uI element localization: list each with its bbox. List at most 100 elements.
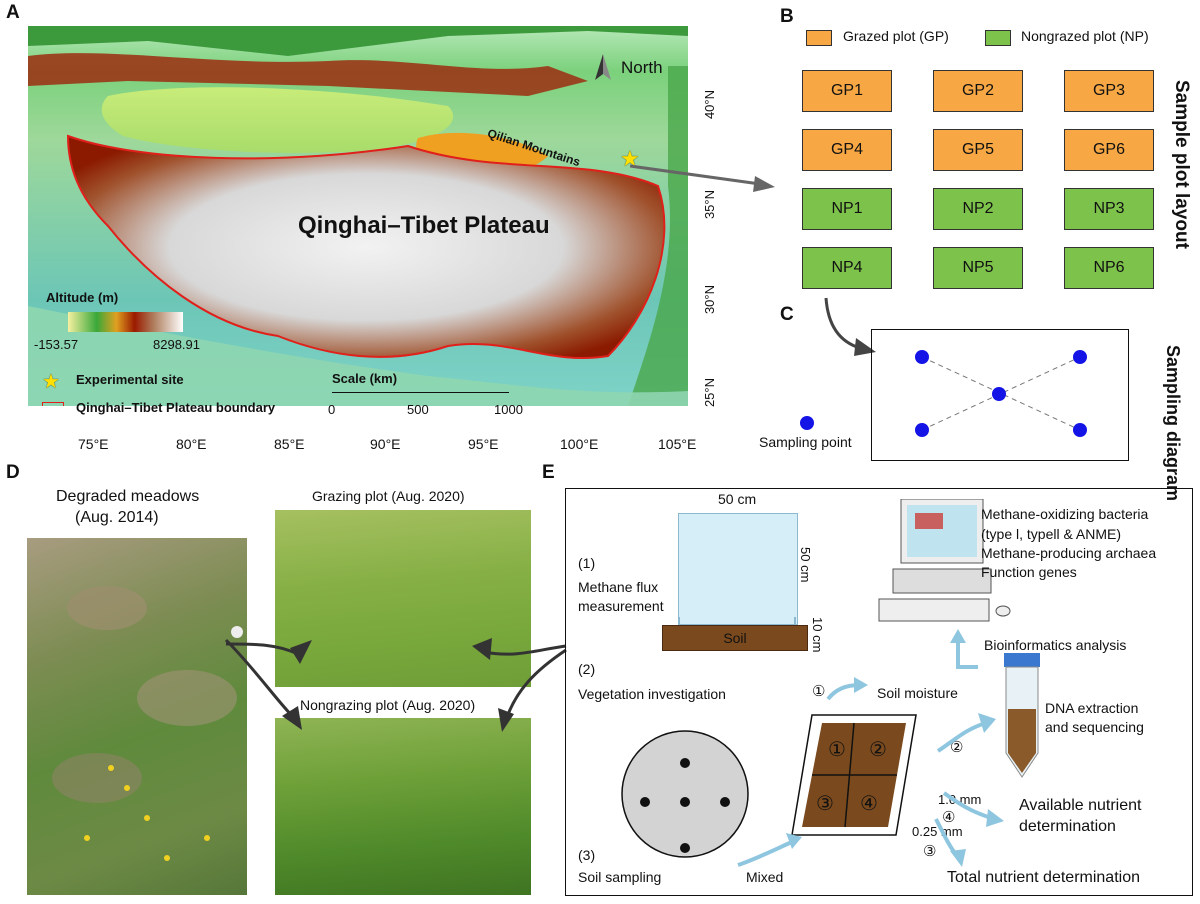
altitude-title: Altitude (m) bbox=[46, 290, 119, 305]
bio-line-2: (type l, typell & ANME) bbox=[981, 526, 1122, 542]
layout-to-sampling-arrow bbox=[824, 297, 876, 356]
panel-c-label: C bbox=[780, 304, 794, 325]
circled-3-label: ③ bbox=[923, 843, 937, 860]
lon-tick-85: 85°E bbox=[274, 436, 305, 452]
legend-site-label: Experimental site bbox=[76, 372, 184, 387]
bio-line-3: Methane-producing archaea bbox=[981, 545, 1157, 561]
panel-e-label: E bbox=[542, 462, 555, 483]
dna-tube-icon bbox=[1004, 653, 1040, 778]
sampling-point-sw bbox=[915, 423, 929, 437]
sampling-legend-label: Sampling point bbox=[759, 434, 852, 450]
bio-line-4: Function genes bbox=[981, 564, 1077, 580]
lon-tick-90: 90°E bbox=[370, 436, 401, 452]
dna-line-1: DNA extraction bbox=[1045, 700, 1139, 716]
sampling-point-ne bbox=[1073, 350, 1087, 364]
plot-np6: NP6 bbox=[1064, 247, 1154, 289]
degraded-title-line2: (Aug. 2014) bbox=[75, 509, 159, 526]
sampling-legend-point-icon bbox=[800, 416, 814, 430]
bio-line-1: Methane-oxidizing bacteria bbox=[981, 506, 1149, 522]
step2-label: Vegetation investigation bbox=[578, 686, 726, 702]
step2-number: (2) bbox=[578, 661, 596, 677]
computer-icon bbox=[878, 499, 1011, 622]
plot-np1: NP1 bbox=[802, 188, 892, 230]
sampling-diagram-box bbox=[871, 329, 1129, 461]
altitude-colorbar bbox=[68, 312, 183, 332]
plateau-name: Qinghai–Tibet Plateau bbox=[298, 212, 550, 239]
nongrazing-photo-title: Nongrazing plot (Aug. 2020) bbox=[300, 697, 476, 713]
sampling-diagram-title: Sampling diagram bbox=[1163, 345, 1183, 502]
plot-gp1: GP1 bbox=[802, 70, 892, 112]
mixed-soil-plate bbox=[791, 714, 917, 836]
chamber-width-label: 50 cm bbox=[718, 491, 757, 507]
plot-np5: NP5 bbox=[933, 247, 1023, 289]
available-line-1: Available nutrient bbox=[1019, 797, 1142, 814]
plateau-map: Qinghai–Tibet Plateau Qilian Mountains ★… bbox=[28, 26, 688, 406]
mixed-label: Mixed bbox=[746, 869, 784, 885]
nongrazing-plot-photo bbox=[275, 718, 531, 895]
np-legend-label: Nongrazed plot (NP) bbox=[1021, 28, 1149, 44]
bioinformatics-label: Bioinformatics analysis bbox=[984, 637, 1127, 653]
plot-np3: NP3 bbox=[1064, 188, 1154, 230]
total-nutrient-label: Total nutrient determination bbox=[947, 869, 1140, 886]
legend-boundary-label: Qinghai–Tibet Plateau boundary bbox=[76, 400, 276, 415]
plot-gp6: GP6 bbox=[1064, 129, 1154, 171]
circled-1-label: ① bbox=[812, 683, 826, 700]
panel-b-label: B bbox=[780, 6, 794, 27]
panel-d-label: D bbox=[6, 462, 20, 483]
lat-tick-25: 25°N bbox=[702, 378, 717, 408]
lat-tick-30: 30°N bbox=[702, 285, 717, 315]
plot-gp5: GP5 bbox=[933, 129, 1023, 171]
soil-depth-label: 10 cm bbox=[810, 617, 825, 653]
degraded-meadow-photo bbox=[27, 538, 247, 895]
scale-tick-1000: 1000 bbox=[494, 402, 523, 417]
workflow-flow-arrows bbox=[737, 629, 1004, 867]
altitude-max: 8298.91 bbox=[153, 337, 200, 352]
altitude-min: -153.57 bbox=[34, 337, 79, 352]
degraded-meadow-texture bbox=[52, 586, 243, 861]
step3-number: (3) bbox=[578, 847, 596, 863]
boundary-legend-icon bbox=[42, 402, 64, 406]
site-legend-star-icon: ★ bbox=[42, 371, 60, 393]
sampling-point-se bbox=[1073, 423, 1087, 437]
chamber-icon bbox=[678, 513, 798, 625]
sieve-2-label: 0.25 mm bbox=[912, 824, 963, 839]
sampling-point-nw bbox=[915, 350, 929, 364]
scale-title: Scale (km) bbox=[332, 371, 398, 386]
circled-4-label: ④ bbox=[942, 809, 956, 826]
soil-sampling-circle bbox=[621, 730, 749, 858]
panel-a-label: A bbox=[6, 2, 20, 23]
gp-legend-swatch bbox=[806, 30, 832, 46]
quadrant-4: ④ bbox=[860, 793, 878, 815]
available-line-2: determination bbox=[1019, 818, 1116, 835]
lon-tick-80: 80°E bbox=[176, 436, 207, 452]
quadrant-2: ② bbox=[869, 739, 887, 761]
soil-moisture-label: Soil moisture bbox=[877, 685, 958, 701]
step3-label: Soil sampling bbox=[578, 869, 662, 885]
dna-line-2: and sequencing bbox=[1045, 719, 1144, 735]
workflow-box: 50 cm 50 cm Soil 10 cm (1) Methane flux … bbox=[565, 488, 1193, 896]
plot-np2: NP2 bbox=[933, 188, 1023, 230]
plot-gp2: GP2 bbox=[933, 70, 1023, 112]
plot-np4: NP4 bbox=[802, 247, 892, 289]
quadrant-1: ① bbox=[828, 739, 846, 761]
np-legend-swatch bbox=[985, 30, 1011, 46]
scale-tick-0: 0 bbox=[328, 402, 336, 417]
lon-tick-100: 100°E bbox=[560, 436, 599, 452]
lon-tick-95: 95°E bbox=[468, 436, 499, 452]
terrain-map bbox=[28, 26, 688, 406]
lon-tick-75: 75°E bbox=[78, 436, 109, 452]
quadrant-3: ③ bbox=[816, 793, 834, 815]
step1-number: (1) bbox=[578, 555, 596, 571]
experimental-site-star-icon: ★ bbox=[620, 146, 640, 171]
lon-tick-105: 105°E bbox=[658, 436, 697, 452]
degraded-title-line1: Degraded meadows bbox=[56, 488, 200, 505]
lat-tick-40: 40°N bbox=[702, 90, 717, 120]
step1-line2: measurement bbox=[578, 598, 664, 614]
map-to-layout-arrow bbox=[630, 164, 775, 192]
plot-gp4: GP4 bbox=[802, 129, 892, 171]
sampling-points bbox=[915, 350, 1087, 437]
soil-block: Soil bbox=[662, 625, 808, 651]
north-label: North bbox=[621, 58, 663, 77]
scale-tick-500: 500 bbox=[407, 402, 429, 417]
scale-bar bbox=[332, 392, 509, 393]
